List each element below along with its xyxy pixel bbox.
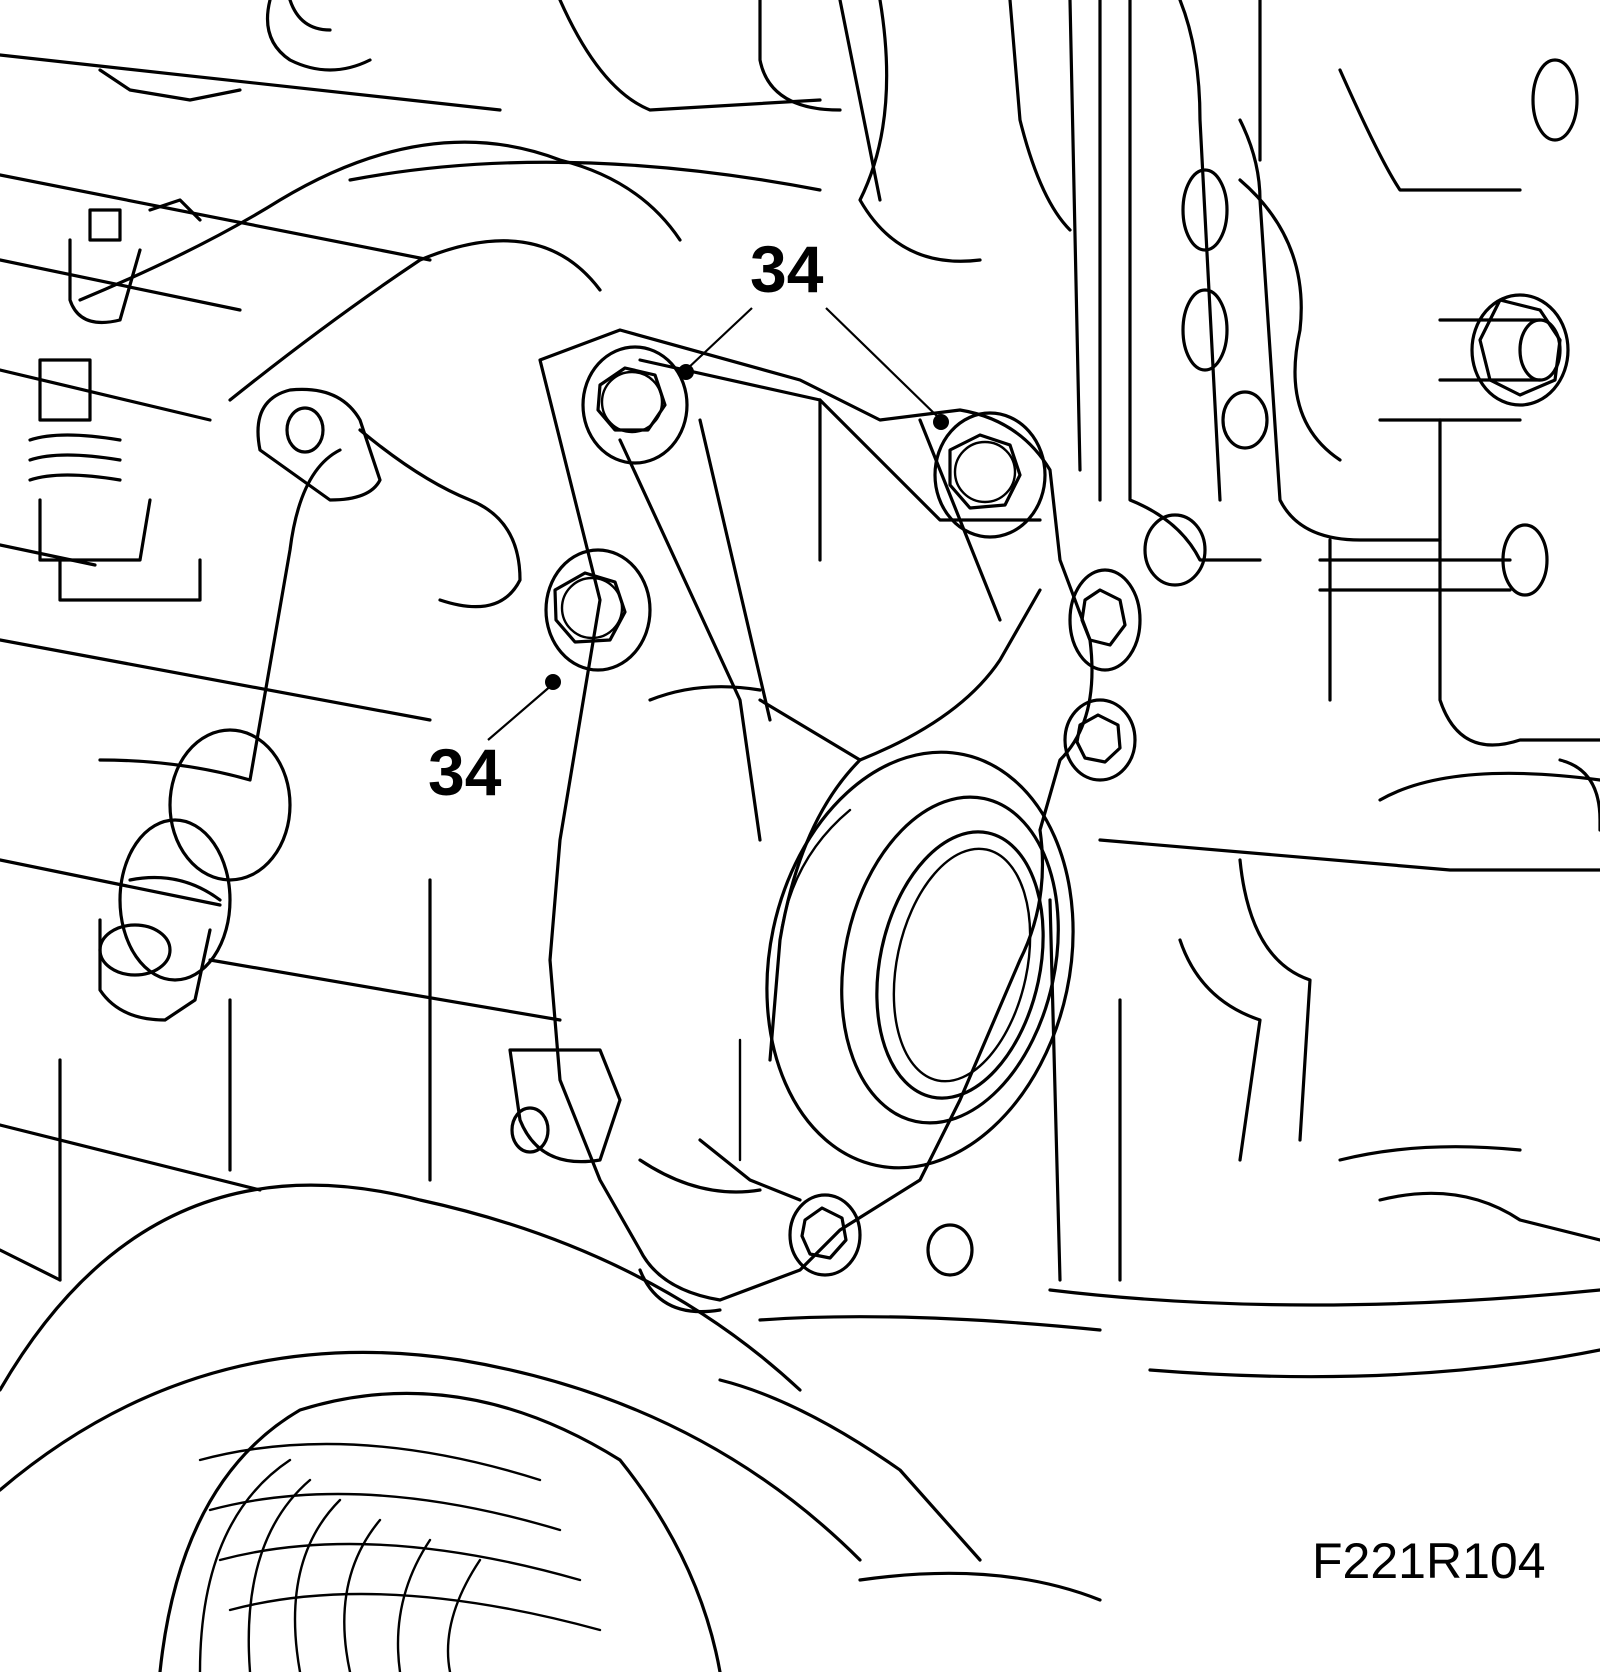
mounting-bracket: [538, 328, 1094, 1302]
figure-id: F221R104: [1312, 1533, 1546, 1589]
bolt: [1063, 698, 1137, 782]
callout-dot: [933, 414, 949, 430]
hose-clamp-ear: [256, 387, 382, 502]
bolt: [1470, 293, 1570, 407]
shaft-seal: [765, 750, 1075, 1170]
engine-block-outline: [0, 0, 1600, 1379]
callout-dot: [678, 364, 694, 380]
bolt: [581, 345, 689, 465]
leader-line: [825, 307, 942, 421]
timing-cover: [1128, 0, 1600, 832]
bolt: [1068, 568, 1142, 672]
torque-callout-upper: 34: [678, 232, 949, 430]
lower-bracket: [508, 1048, 974, 1314]
torque-value-label: 34: [750, 232, 824, 306]
coolant-hose: [78, 140, 682, 1022]
sensor-fitting: [28, 0, 372, 602]
leader-line: [685, 307, 753, 371]
leader-line: [487, 683, 554, 741]
torque-value-label: 34: [428, 735, 502, 809]
pulley: [0, 1183, 1102, 1672]
bolt: [544, 548, 652, 672]
torque-callout-lower: 34: [428, 674, 561, 809]
bolt: [788, 1193, 862, 1277]
bolt: [933, 411, 1047, 539]
